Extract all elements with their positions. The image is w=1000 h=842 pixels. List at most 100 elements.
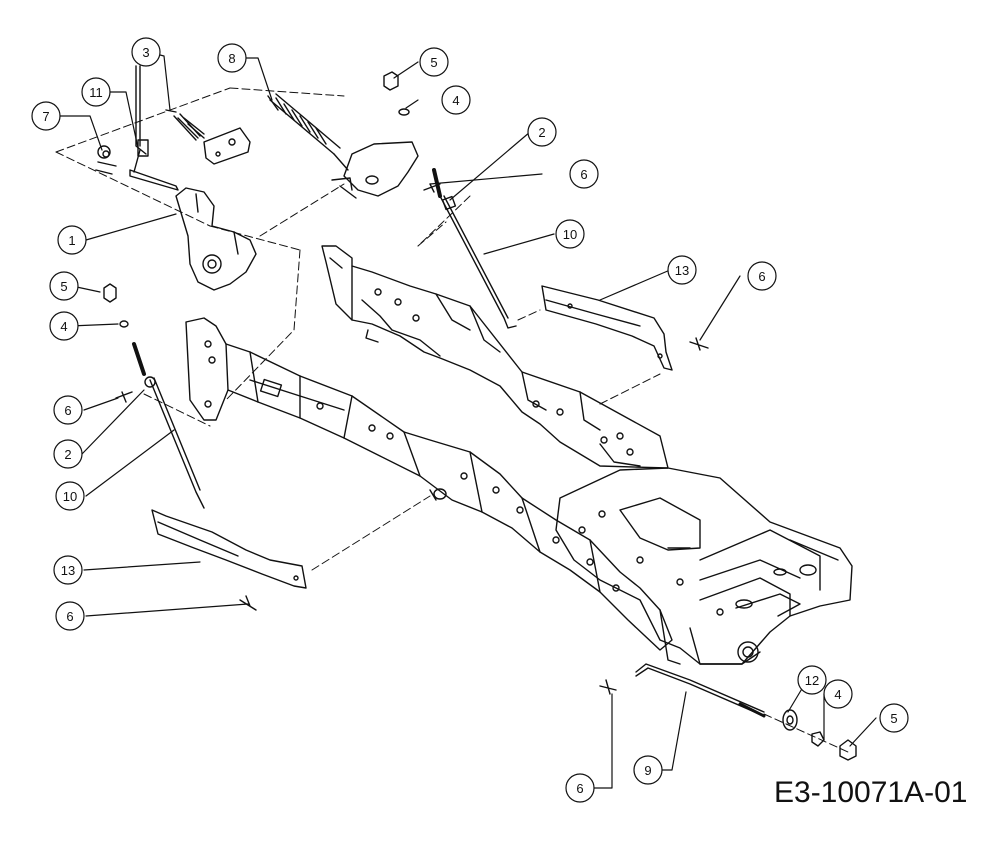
- long-rod-9: [635, 663, 766, 718]
- callout-label: 8: [228, 51, 235, 66]
- callout-circle: [57, 225, 87, 255]
- callout-circle: [81, 77, 111, 107]
- callout-circle: [53, 395, 83, 425]
- pin-6-top: [423, 183, 441, 193]
- nut-5-top: [383, 71, 399, 91]
- callout-c-4b: 4: [441, 85, 471, 115]
- callout-circle: [49, 311, 79, 341]
- callout-label: 6: [64, 403, 71, 418]
- callout-label: 13: [61, 563, 75, 578]
- frame-rail-right: [321, 245, 669, 469]
- callout-label: 4: [834, 687, 841, 702]
- callout-c-5c: 5: [879, 703, 909, 733]
- callout-c-6d: 6: [55, 601, 85, 631]
- callout-label: 12: [805, 673, 819, 688]
- washer-4-bottom: [811, 731, 825, 747]
- callout-c-6a: 6: [53, 395, 83, 425]
- callout-circle: [555, 219, 585, 249]
- callout-label: 5: [430, 55, 437, 70]
- adjust-rod-left: [132, 342, 205, 509]
- channel-13-right: [541, 285, 673, 371]
- callout-label: 5: [890, 711, 897, 726]
- callout-circle: [53, 555, 83, 585]
- callout-c-1: 1: [57, 225, 87, 255]
- callout-circle: [797, 665, 827, 695]
- pin-6-left: [115, 391, 133, 403]
- callout-c-10b: 10: [555, 219, 585, 249]
- pin-6-lower: [239, 595, 257, 611]
- callout-circle: [55, 481, 85, 511]
- washer-4-left: [119, 320, 129, 328]
- callout-c-3: 3: [131, 37, 161, 67]
- callout-c-2a: 2: [53, 439, 83, 469]
- callout-circle: [879, 703, 909, 733]
- callout-label: 6: [758, 269, 765, 284]
- callout-label: 10: [63, 489, 77, 504]
- callout-c-4a: 4: [49, 311, 79, 341]
- callout-circle: [441, 85, 471, 115]
- spring-7: [95, 145, 117, 175]
- bracket-part-1: [175, 187, 257, 291]
- callout-label: 7: [42, 109, 49, 124]
- bolt-3: [165, 109, 205, 141]
- callout-label: 4: [452, 93, 459, 108]
- assembly-lines: [55, 87, 849, 753]
- callout-circle: [217, 43, 247, 73]
- rear-frame-plate: [555, 467, 853, 665]
- callout-label: 2: [64, 447, 71, 462]
- callout-c-6b: 6: [569, 159, 599, 189]
- callout-label: 3: [142, 45, 149, 60]
- callout-c-7: 7: [31, 101, 61, 131]
- callout-c-5b: 5: [419, 47, 449, 77]
- callout-c-4c: 4: [823, 679, 853, 709]
- callout-circle: [53, 439, 83, 469]
- callout-label: 9: [644, 763, 651, 778]
- callout-c-11: 11: [81, 77, 111, 107]
- channel-13-left: [151, 509, 307, 589]
- callout-c-9: 9: [633, 755, 663, 785]
- callout-circle: [131, 37, 161, 67]
- callout-circle: [667, 255, 697, 285]
- callout-label: 2: [538, 125, 545, 140]
- callout-label: 13: [675, 263, 689, 278]
- nut-5-left: [103, 283, 117, 303]
- callout-label: 11: [89, 85, 103, 100]
- callout-c-13b: 13: [53, 555, 83, 585]
- callout-c-6c: 6: [747, 261, 777, 291]
- callout-label: 5: [60, 279, 67, 294]
- callout-circle: [55, 601, 85, 631]
- callout-c-12: 12: [797, 665, 827, 695]
- callout-label: 4: [60, 319, 67, 334]
- callout-circle: [31, 101, 61, 131]
- callout-label: 10: [563, 227, 577, 242]
- callout-circle: [747, 261, 777, 291]
- leader-lines: [59, 51, 877, 789]
- callout-c-10a: 10: [55, 481, 85, 511]
- callout-c-13a: 13: [667, 255, 697, 285]
- callout-circle: [823, 679, 853, 709]
- callout-c-8: 8: [217, 43, 247, 73]
- callout-circle: [49, 271, 79, 301]
- pivot-bracket: [331, 141, 419, 199]
- callout-c-6e: 6: [565, 773, 595, 803]
- callout-circle: [527, 117, 557, 147]
- washer-12: [782, 709, 798, 731]
- control-rod-11: [129, 65, 179, 191]
- drawing-number: E3-10071A-01: [774, 776, 968, 809]
- callout-circle: [419, 47, 449, 77]
- nut-5-bottom: [839, 739, 857, 761]
- callout-c-2b: 2: [527, 117, 557, 147]
- washer-4-top: [398, 108, 410, 116]
- callout-circle: [633, 755, 663, 785]
- callout-label: 1: [68, 233, 75, 248]
- callout-circle: [569, 159, 599, 189]
- plate-part: [203, 127, 251, 165]
- pin-6-right: [689, 337, 709, 351]
- callout-circle: [565, 773, 595, 803]
- callout-label: 6: [576, 781, 583, 796]
- callout-label: 6: [580, 167, 587, 182]
- callout-label: 6: [66, 609, 73, 624]
- callout-c-5a: 5: [49, 271, 79, 301]
